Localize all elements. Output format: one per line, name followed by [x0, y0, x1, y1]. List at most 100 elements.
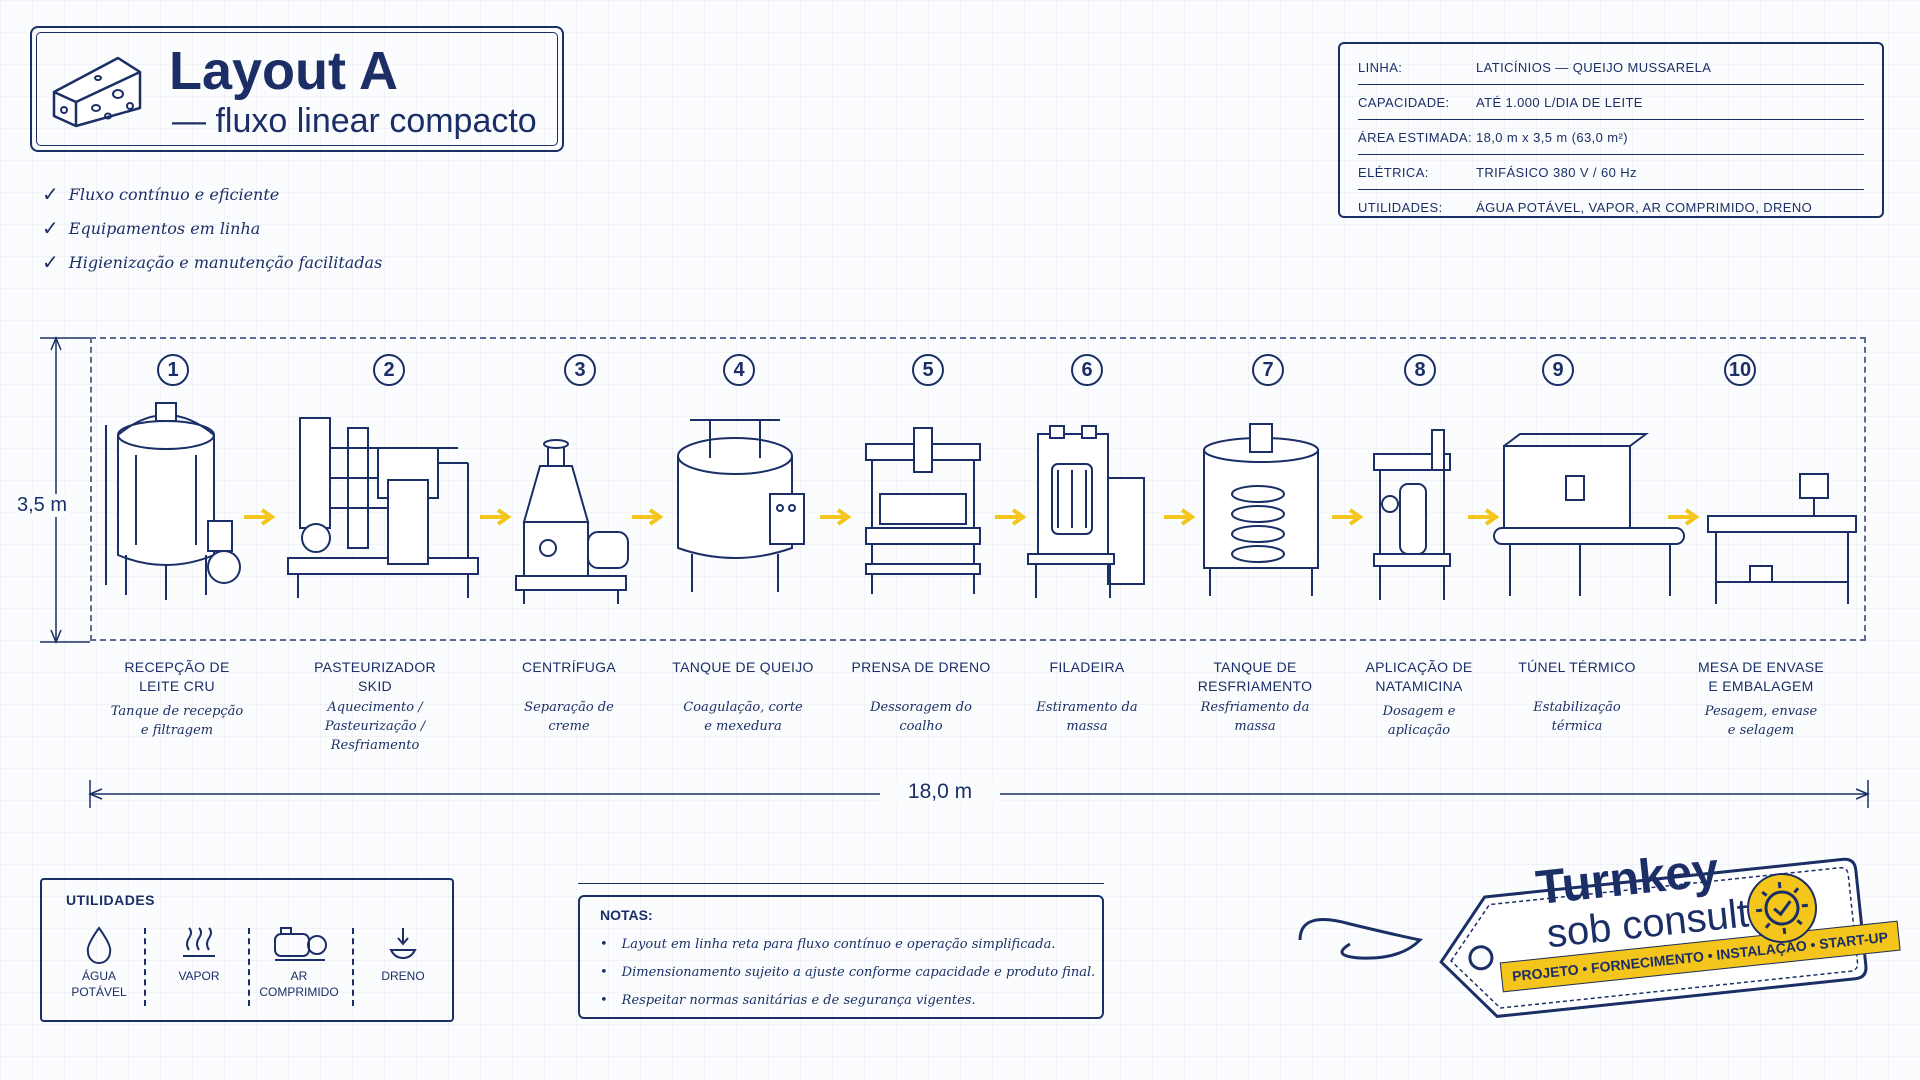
drain-icon [389, 928, 417, 960]
note-text: Layout em linha reta para fluxo contínuo… [621, 937, 1056, 952]
stretcher-icon [1027, 425, 1145, 598]
step-label: TANQUE DE RESFRIAMENTO [1197, 659, 1313, 694]
flow-arrow [244, 508, 276, 526]
step-number: 1 [157, 354, 189, 386]
feature-item: ✓ Higienização e manutenção facilitadas [42, 250, 382, 274]
natamycin-dosing-icon [1373, 429, 1451, 600]
utility-divider [352, 928, 354, 1006]
packaging-table-icon [1707, 473, 1857, 604]
pasteurizer-skid-icon [287, 417, 479, 598]
width-dimension-label: 18,0 m [880, 780, 1000, 804]
feature-item: ✓ Equipamentos em linha [42, 216, 260, 240]
note-text: Respeitar normas sanitárias e de seguran… [621, 993, 976, 1008]
utility-label: VAPOR [178, 969, 220, 983]
note-item: • Respeitar normas sanitárias e de segur… [600, 993, 976, 1008]
check-icon: ✓ [42, 250, 59, 274]
utility-item: VAPOR [154, 924, 244, 984]
step-label: PRENSA DE DRENO [851, 659, 991, 675]
utility-label: DRENO [381, 969, 425, 983]
step-number: 3 [564, 354, 596, 386]
spec-key: ÁREA ESTIMADA: [1358, 129, 1472, 145]
centrifuge-icon [515, 439, 629, 604]
feature-item: ✓ Fluxo contínuo e eficiente [42, 182, 279, 206]
notes-title: NOTAS: [600, 907, 653, 923]
spec-row: ÁREA ESTIMADA: 18,0 m x 3,5 m (63,0 m²) [1358, 120, 1864, 155]
step-number: 10 [1724, 354, 1756, 386]
utility-item: DRENO [358, 924, 448, 984]
feature-text: Fluxo contínuo e eficiente [68, 184, 280, 204]
note-text: Dimensionamento sujeito a ajuste conform… [621, 965, 1096, 980]
step-label: FILADEIRA [1049, 659, 1125, 675]
bullet-icon: • [600, 993, 608, 1008]
step-description: Aquecimento /Pasteurização /Resfriamento [324, 700, 426, 753]
spec-row: ELÉTRICA: TRIFÁSICO 380 V / 60 Hz [1358, 155, 1864, 190]
flow-arrow [1468, 508, 1500, 526]
height-dimension-label: 3,5 m [14, 494, 70, 517]
bullet-icon: • [600, 965, 608, 980]
spec-value: ÁGUA POTÁVEL, VAPOR, AR COMPRIMIDO, DREN… [1476, 199, 1813, 215]
title-block: Layout A — fluxo linear compacto [30, 26, 564, 152]
feature-text: Equipamentos em linha [68, 218, 261, 238]
height-dimension-line [40, 336, 90, 644]
step-label: TÚNEL TÉRMICO [1518, 659, 1636, 675]
spec-key: CAPACIDADE: [1358, 94, 1450, 110]
spec-row: CAPACIDADE: ATÉ 1.000 L/DIA DE LEITE [1358, 85, 1864, 120]
utility-divider [144, 928, 146, 1006]
steam-icon [183, 927, 215, 957]
note-item: • Dimensionamento sujeito a ajuste confo… [600, 965, 1095, 980]
notes-divider [578, 883, 1104, 884]
step-number: 4 [723, 354, 755, 386]
step-number: 2 [373, 354, 405, 386]
spec-key: LINHA: [1358, 59, 1403, 75]
reception-tank-icon [105, 402, 241, 600]
utilities-title: UTILIDADES [66, 892, 155, 908]
heat-tunnel-icon [1493, 433, 1685, 596]
process-frame [90, 337, 1866, 641]
compressor-icon [274, 927, 327, 961]
drain-press-icon [865, 427, 981, 594]
water-drop-icon [86, 926, 112, 964]
step-number: 7 [1252, 354, 1284, 386]
cheese-vat-icon [677, 419, 805, 592]
flow-arrow [632, 508, 664, 526]
notes-panel: NOTAS: • Layout em linha reta para fluxo… [578, 895, 1104, 1019]
spec-table: LINHA: LATICÍNIOS — QUEIJO MUSSARELA CAP… [1338, 42, 1884, 218]
flow-arrow [1668, 508, 1700, 526]
step-label: CENTRÍFUGA [522, 659, 616, 675]
utility-divider [248, 928, 250, 1006]
gear-check-icon [1747, 873, 1817, 943]
spec-value: 18,0 m x 3,5 m (63,0 m²) [1476, 129, 1628, 145]
step-label: TANQUE DE QUEIJO [672, 659, 814, 675]
step-number: 5 [912, 354, 944, 386]
step-number: 9 [1542, 354, 1574, 386]
spec-value: ATÉ 1.000 L/DIA DE LEITE [1476, 94, 1643, 110]
spec-key: UTILIDADES: [1358, 199, 1443, 215]
cheese-icon [52, 56, 142, 128]
spec-key: ELÉTRICA: [1358, 164, 1429, 180]
spec-value: TRIFÁSICO 380 V / 60 Hz [1476, 164, 1637, 180]
flow-arrow [1332, 508, 1364, 526]
feature-text: Higienização e manutenção facilitadas [68, 252, 383, 272]
check-icon: ✓ [42, 216, 59, 240]
check-icon: ✓ [42, 182, 59, 206]
spec-row: LINHA: LATICÍNIOS — QUEIJO MUSSARELA [1358, 50, 1864, 85]
note-item: • Layout em linha reta para fluxo contín… [600, 937, 1055, 952]
cooling-tank-icon [1203, 423, 1319, 596]
flow-arrow [1164, 508, 1196, 526]
